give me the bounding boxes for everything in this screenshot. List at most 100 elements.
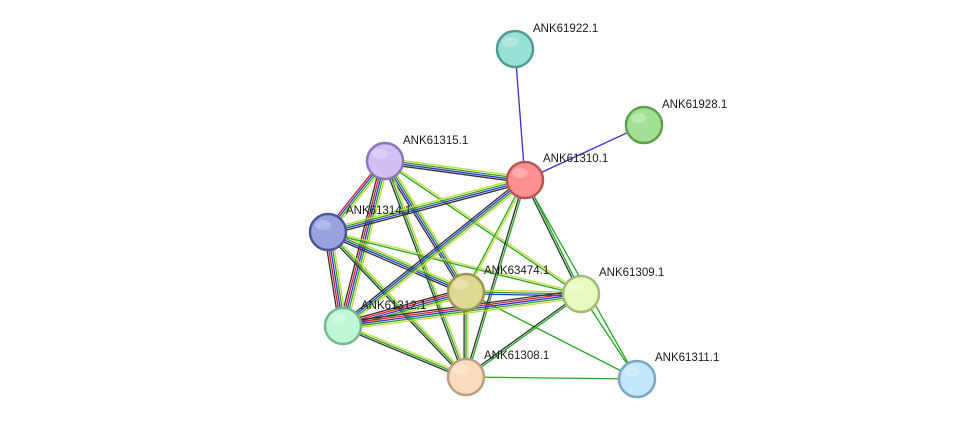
edge-evidence-line: [384, 160, 467, 378]
edge-evidence-line: [344, 181, 528, 329]
edge-evidence-line: [343, 295, 468, 331]
node-label: ANK61310.1: [543, 153, 608, 165]
edge-evidence-line: [465, 376, 638, 380]
edge-evidence-line: [328, 230, 582, 294]
edge-evidence-line: [343, 180, 527, 328]
edge-evidence-line: [328, 230, 467, 292]
node-ank61311-1[interactable]: ANK61311.1: [617, 352, 719, 399]
edge-evidence-line: [341, 178, 525, 326]
edge-ank61314-1-ank61310-1: [327, 176, 526, 236]
node-label: ANK61309.1: [599, 267, 664, 279]
node-highlight: [512, 168, 528, 178]
edge-ank61309-1-ank61308-1: [465, 292, 582, 379]
edge-evidence-line: [465, 291, 638, 380]
node-ank61928-1[interactable]: ANK61928.1: [624, 99, 727, 145]
node-circle[interactable]: [308, 212, 348, 252]
edge-evidence-line: [385, 157, 526, 178]
edge-evidence-line: [341, 287, 466, 323]
edge-evidence-line: [466, 180, 527, 378]
edge-evidence-line: [524, 124, 645, 181]
node-ank61922-1[interactable]: ANK61922.1: [495, 23, 598, 69]
edge-ank61315-1-ank61308-1: [382, 160, 469, 378]
node-highlight: [453, 365, 469, 375]
edge-evidence-line: [327, 176, 525, 230]
edge-ank61314-1-ank61308-1: [326, 230, 468, 379]
edge-ank61314-1-ank61309-1: [327, 230, 582, 296]
node-highlight: [315, 220, 331, 230]
node-ank63474-1[interactable]: ANK63474.1: [446, 265, 549, 312]
edge-evidence-line: [466, 289, 582, 293]
node-circle[interactable]: [323, 306, 363, 346]
node-ank61308-1[interactable]: ANK61308.1: [446, 350, 549, 397]
edge-ank61315-1-ank61310-1: [384, 157, 526, 184]
node-circle[interactable]: [617, 359, 657, 399]
edge-evidence-line: [385, 160, 468, 292]
node-circle[interactable]: [561, 274, 601, 314]
edge-evidence-line: [385, 159, 582, 294]
node-label: ANK63474.1: [484, 265, 549, 277]
node-circle[interactable]: [495, 29, 535, 69]
edge-evidence-line: [328, 230, 468, 377]
node-highlight: [453, 280, 469, 290]
edge-evidence-line: [386, 160, 469, 377]
edge-evidence-line: [464, 179, 525, 377]
edge-evidence-line: [346, 161, 390, 328]
edge-evidence-line: [343, 323, 467, 376]
node-circle[interactable]: [446, 357, 486, 397]
edge-ank61312-1-ank61308-1: [342, 323, 467, 380]
edge-evidence-line: [327, 232, 581, 296]
node-ank61310-1[interactable]: ANK61310.1: [505, 153, 608, 200]
node-circle[interactable]: [505, 160, 545, 200]
node-label: ANK61311.1: [655, 352, 719, 364]
edge-evidence-line: [326, 232, 466, 379]
edge-evidence-line: [340, 160, 384, 326]
node-highlight: [624, 367, 640, 377]
edge-evidence-line: [523, 180, 581, 295]
edge-ank61928-1-ank61310-1: [524, 124, 645, 181]
edge-evidence-line: [343, 295, 582, 329]
edge-evidence-line: [466, 294, 582, 379]
node-ank61315-1[interactable]: ANK61315.1: [365, 135, 468, 181]
node-label: ANK61308.1: [484, 350, 549, 362]
node-circle[interactable]: [624, 105, 664, 145]
edge-ank63474-1-ank61311-1: [465, 291, 638, 380]
edge-evidence-line: [327, 178, 525, 232]
edge-evidence-line: [384, 161, 525, 182]
edge-evidence-line: [343, 293, 467, 329]
node-label: ANK61312.1: [361, 300, 426, 312]
edge-evidence-line: [384, 163, 525, 184]
edge-ank61310-1-ank61308-1: [464, 179, 527, 378]
edge-evidence-line: [466, 180, 527, 293]
edge-evidence-line: [382, 161, 465, 378]
node-highlight: [330, 314, 346, 324]
node-ank61314-1[interactable]: ANK61314.1: [308, 205, 411, 252]
edge-evidence-line: [383, 161, 466, 293]
node-label: ANK61928.1: [662, 99, 727, 111]
edge-evidence-line: [385, 159, 526, 180]
edge-evidence-line: [328, 180, 526, 234]
edge-evidence-line: [384, 161, 581, 296]
edge-evidence-line: [342, 160, 386, 327]
node-circle[interactable]: [446, 272, 486, 312]
node-ank61309-1[interactable]: ANK61309.1: [561, 267, 664, 314]
node-circle[interactable]: [365, 141, 405, 181]
edge-evidence-line: [464, 179, 525, 292]
node-ank61312-1[interactable]: ANK61312.1: [323, 300, 426, 346]
edge-evidence-line: [386, 159, 469, 291]
node-highlight: [631, 113, 647, 123]
node-label: ANK61314.1: [346, 205, 411, 217]
edge-ank61310-1-ank61312-1: [340, 177, 528, 329]
edge-ank61310-1-ank63474-1: [464, 179, 527, 293]
edge-ank61315-1-ank61309-1: [384, 159, 582, 296]
edge-evidence-line: [465, 292, 581, 377]
node-highlight: [502, 37, 518, 47]
edge-ank61922-1-ank61310-1: [514, 48, 526, 181]
edge-evidence-line: [514, 48, 526, 181]
node-highlight: [568, 282, 584, 292]
edge-evidence-line: [342, 325, 467, 378]
edge-evidence-line: [327, 231, 467, 378]
edge-evidence-line: [327, 232, 466, 294]
node-highlight: [372, 149, 388, 159]
edge-ank61308-1-ank61311-1: [465, 376, 638, 380]
